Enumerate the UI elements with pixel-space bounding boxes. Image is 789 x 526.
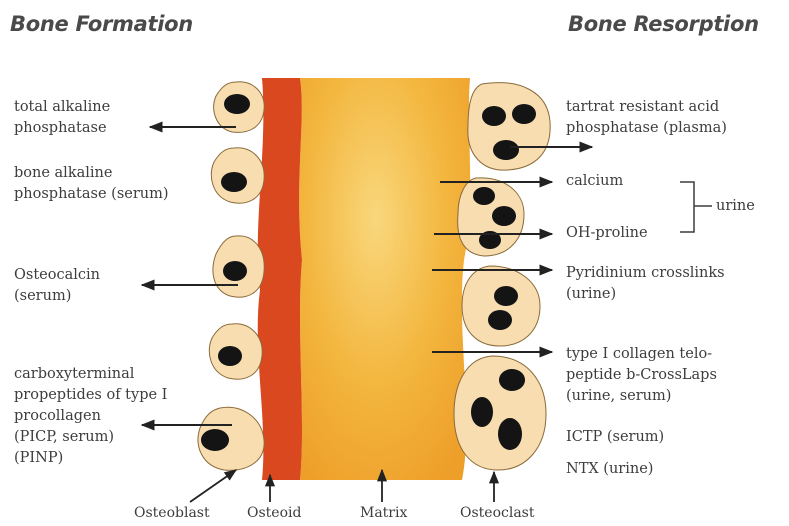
osteoblast-cells [198, 82, 264, 470]
label-collagen-telopeptide: type I collagen telo- peptide b-CrossLap… [566, 344, 717, 407]
urine-bracket [680, 182, 712, 232]
matrix-band [299, 78, 470, 480]
label-ntx: NTX (urine) [566, 459, 653, 480]
osteoid-band [258, 78, 302, 480]
label-calcium: calcium [566, 171, 623, 192]
label-bone-alkaline-phosphatase: bone alkaline phosphatase (serum) [14, 163, 169, 205]
label-osteoblast: Osteoblast [134, 505, 210, 521]
label-osteocalcin: Osteocalcin (serum) [14, 265, 100, 307]
label-ictp: ICTP (serum) [566, 427, 664, 448]
label-total-alkaline-phosphatase: total alkaline phosphatase [14, 97, 110, 139]
label-oh-proline: OH-proline [566, 223, 648, 244]
label-osteoclast: Osteoclast [460, 505, 534, 521]
label-tartrat-resistant-acid-phosphatase: tartrat resistant acid phosphatase (plas… [566, 97, 727, 139]
osteoclast-cells [454, 83, 550, 470]
label-pyridinium-crosslinks: Pyridinium crosslinks (urine) [566, 263, 725, 305]
label-procollagen-propeptides: carboxyterminal propeptides of type I pr… [14, 364, 167, 469]
label-osteoid: Osteoid [247, 505, 301, 521]
label-matrix: Matrix [360, 505, 407, 521]
label-urine-bracket: urine [716, 196, 755, 217]
